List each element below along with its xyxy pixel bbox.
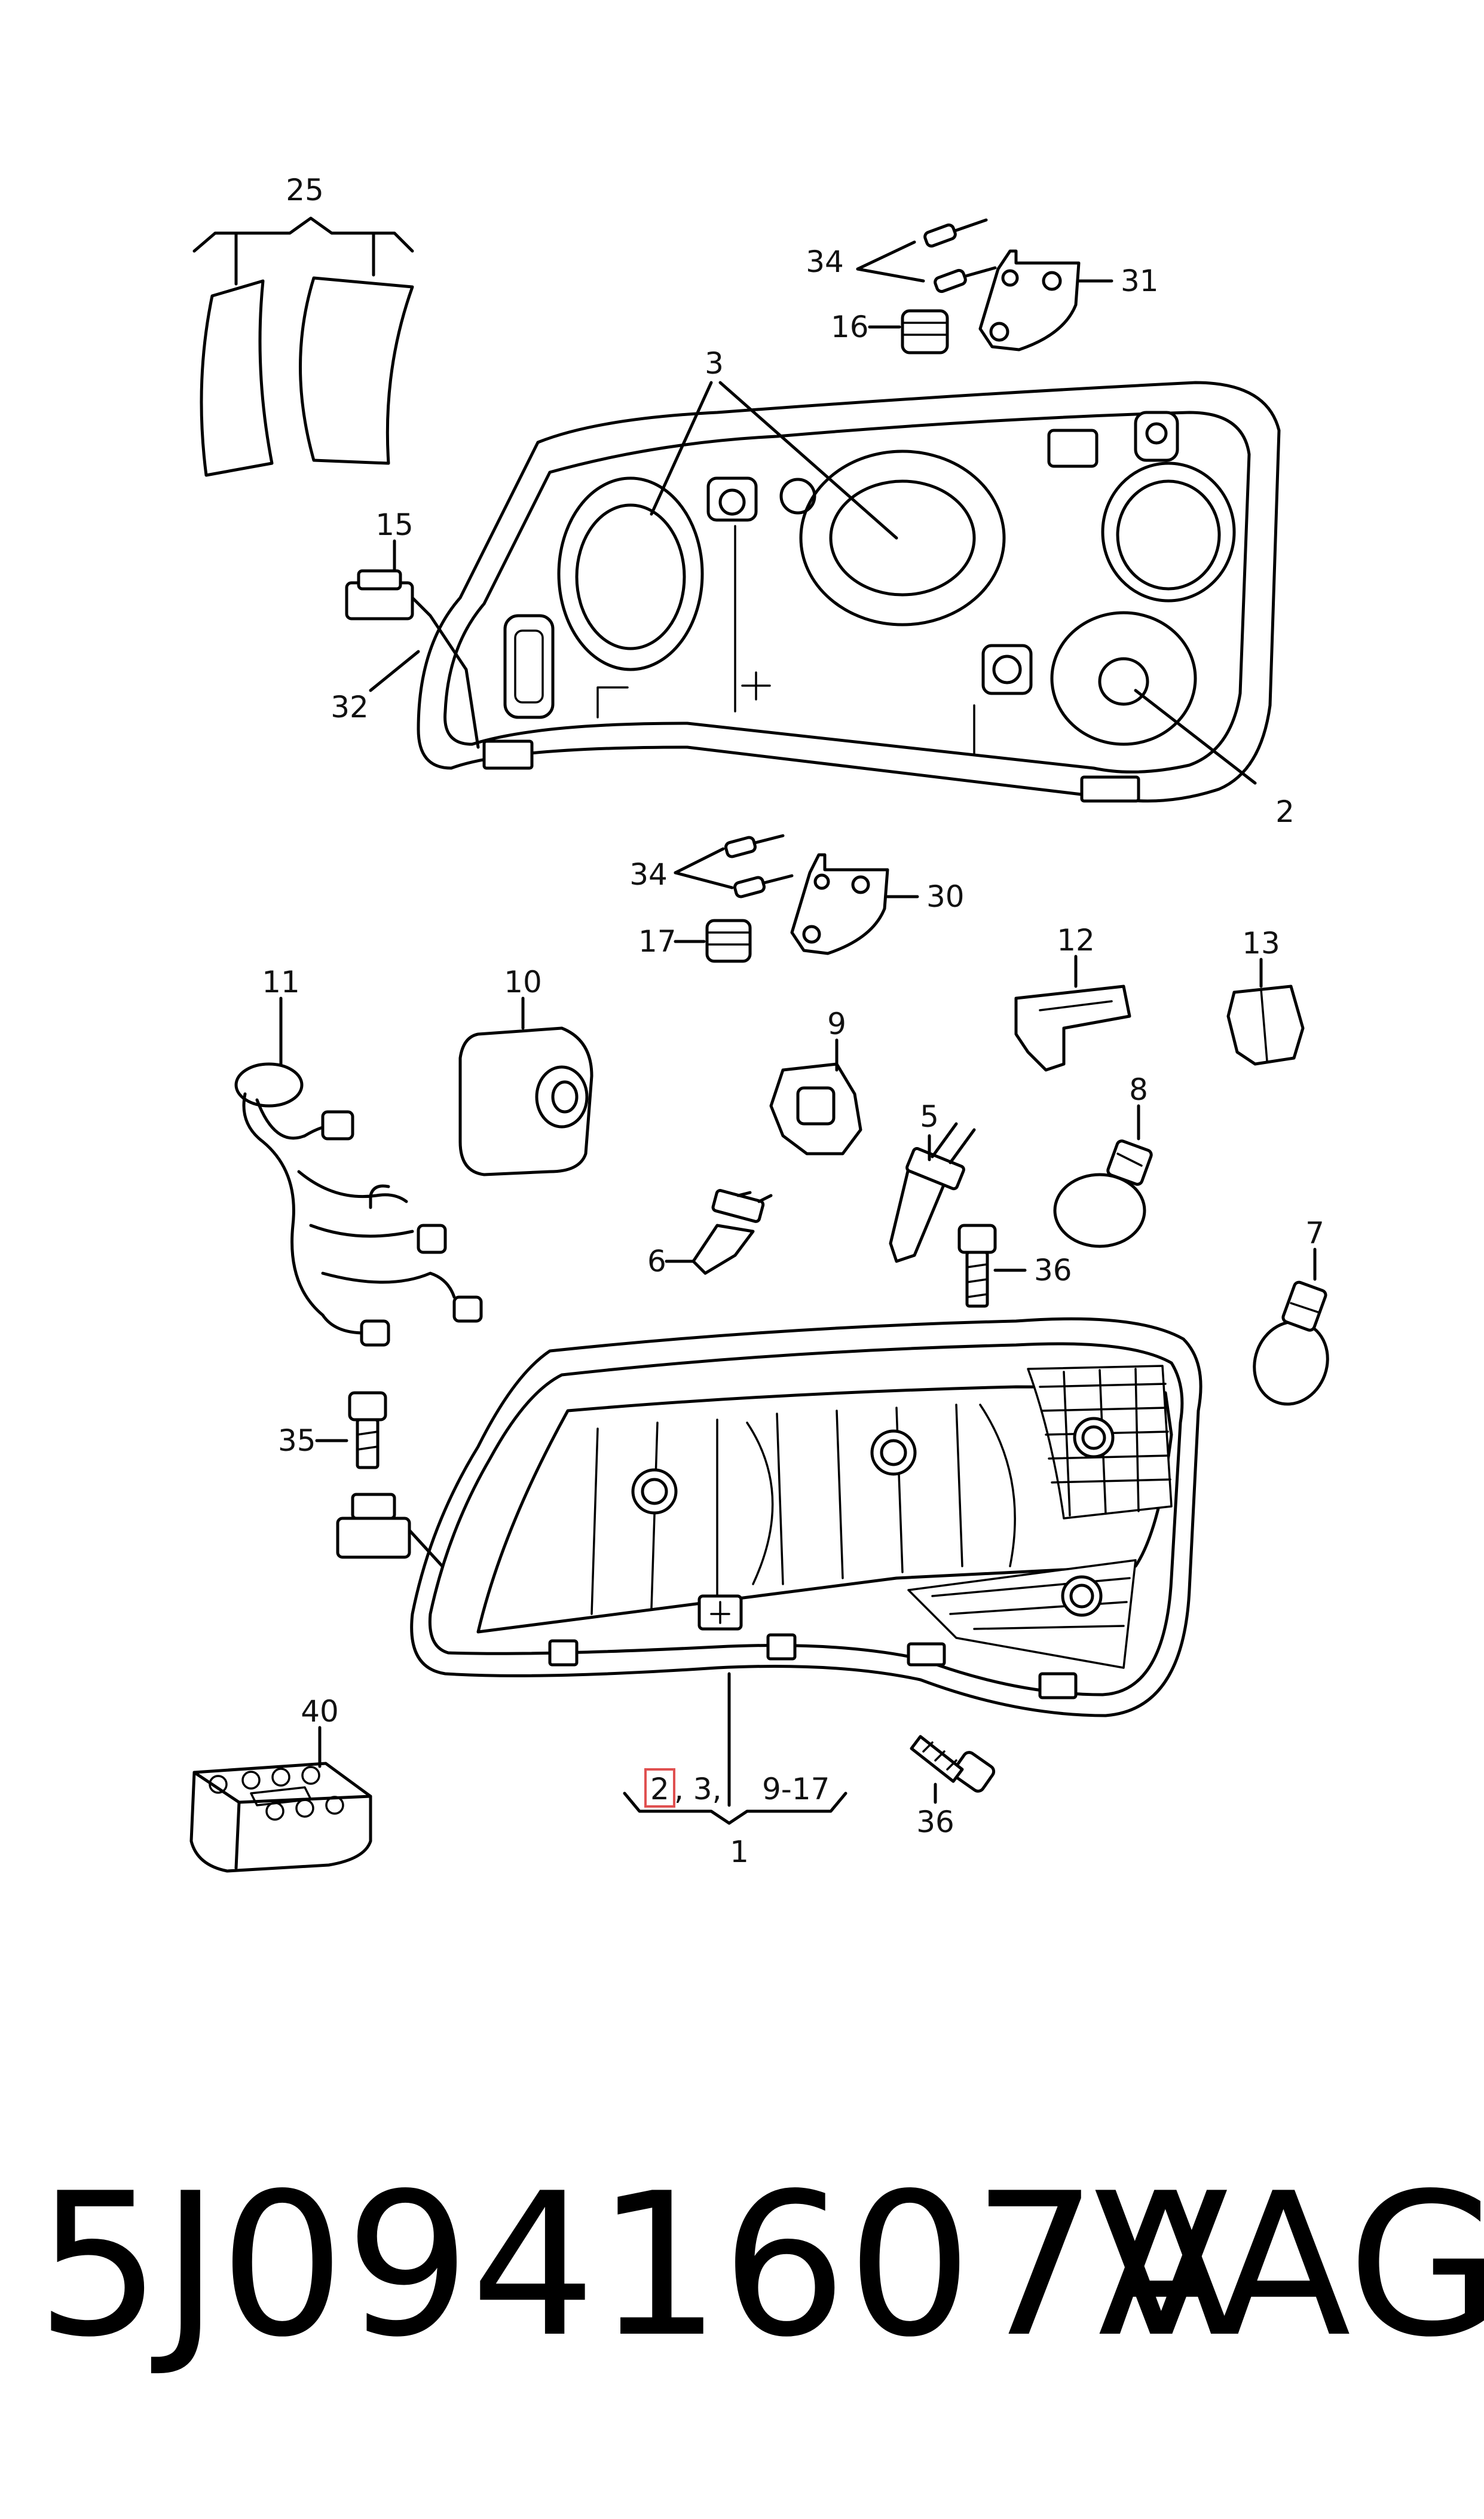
- assembly-note-rest-b: 9-17: [762, 1772, 830, 1806]
- brand-name: VAG: [1094, 2151, 1484, 2380]
- callout-17: 17: [638, 924, 677, 959]
- part-8-bulb: 8: [1053, 1072, 1153, 1248]
- headlight-housing-rear: [417, 381, 1281, 803]
- callout-10: 10: [504, 965, 542, 999]
- assembly-note-rest-a: , 3,: [674, 1772, 722, 1806]
- part-13-bracket: 13: [1226, 926, 1305, 1066]
- callout-11: 11: [262, 965, 300, 999]
- part-12-bracket: 12: [1014, 923, 1131, 1072]
- callout-3-group: 3: [650, 346, 898, 540]
- part-number: 5J0941607A: [36, 2151, 1233, 2380]
- part-36-bolt-upper: 36: [957, 1224, 1072, 1308]
- headlight-assembly-front: [336, 1317, 1203, 1807]
- callout-16: 16: [831, 310, 869, 344]
- callout-6: 6: [647, 1244, 666, 1279]
- part-10-control-unit: 10: [458, 965, 593, 1176]
- callout-7: 7: [1305, 1216, 1324, 1251]
- callout-3: 3: [705, 346, 724, 381]
- part-9-bulb-holder: 9: [769, 1007, 862, 1155]
- callout-40: 40: [301, 1694, 339, 1729]
- part-17-grommet: 17: [638, 919, 752, 963]
- part-6-bulb: 6: [647, 1189, 773, 1279]
- callout-34-lower: 34: [629, 857, 668, 892]
- part-25-protective-films: 25: [192, 173, 414, 477]
- part-15-32-bracket: 15 32: [331, 508, 480, 749]
- callout-9: 9: [827, 1007, 846, 1041]
- part-31-repair-bracket: 31: [978, 249, 1159, 351]
- callout-8: 8: [1129, 1072, 1148, 1107]
- part-11-wiring-harness: 11: [234, 965, 483, 1347]
- callout-36-lower: 36: [916, 1805, 954, 1839]
- part-30-repair-bracket: 30: [790, 853, 965, 955]
- part-40-repair-kit: 40: [189, 1694, 372, 1873]
- callout-13: 13: [1242, 926, 1280, 961]
- part-7-bulb: 7: [1253, 1216, 1329, 1406]
- part-35-bolt: 35: [278, 1391, 387, 1469]
- callout-2-group: 2: [1134, 689, 1295, 829]
- part-16-grommet: 16: [831, 309, 949, 354]
- callout-25: 25: [286, 173, 324, 207]
- callout-31: 31: [1121, 264, 1159, 298]
- part-34-screws-upper: 34: [806, 218, 997, 294]
- callout-1: 1: [730, 1835, 749, 1869]
- footer: 5J0941607A VAG: [30, 2146, 1484, 2397]
- assembly-note: 2 , 3, 9-17 1: [623, 1768, 847, 1869]
- callout-35: 35: [278, 1423, 316, 1458]
- callout-5: 5: [920, 1099, 939, 1134]
- highlight-box: [644, 1768, 675, 1808]
- assembly-note-highlighted: 2: [650, 1772, 669, 1806]
- part-36-bolt-lower: 36: [910, 1735, 996, 1839]
- part-5-bulb: 5: [889, 1099, 976, 1263]
- callout-15: 15: [375, 508, 414, 542]
- callout-36-upper: 36: [1034, 1253, 1072, 1288]
- callout-32: 32: [331, 690, 369, 724]
- callout-2: 2: [1275, 794, 1295, 829]
- part-34-screws-lower: 34: [629, 834, 794, 898]
- callout-34-upper: 34: [806, 244, 844, 279]
- callout-30: 30: [926, 879, 965, 914]
- callout-12: 12: [1057, 923, 1095, 958]
